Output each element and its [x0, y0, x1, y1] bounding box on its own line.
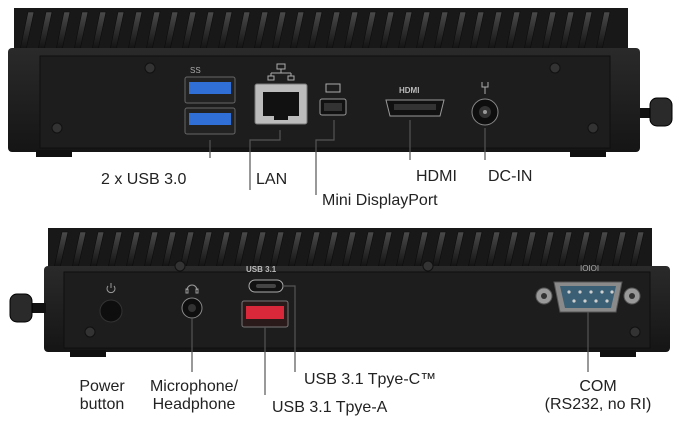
dc-in-label: DC-IN	[488, 168, 533, 185]
network-icon	[267, 63, 295, 81]
antenna-icon	[9, 293, 33, 323]
audio-jack	[181, 297, 203, 319]
usb-c-label: USB 3.1 Tpye-C™	[304, 371, 437, 388]
com-label-line1: COM	[579, 378, 617, 395]
mic-label-line1: Microphone/	[149, 378, 239, 395]
dc-in-jack	[471, 98, 499, 126]
screw-icon	[144, 62, 156, 74]
screw-icon	[51, 122, 63, 134]
screw-icon	[84, 326, 96, 338]
rear-panel-unit: SS HDMI	[8, 8, 673, 157]
power-button-label: Power button	[70, 378, 134, 414]
screw-icon	[549, 62, 561, 74]
usb3-label: 2 x USB 3.0	[101, 171, 187, 188]
displayport-icon	[325, 83, 341, 93]
usb31-marking: USB 3.1	[246, 265, 277, 274]
hdmi-label: HDMI	[416, 168, 457, 185]
power-label-line2: button	[79, 396, 125, 413]
usb-a-label: USB 3.1 Tpye-A	[272, 399, 388, 416]
usb-marking: SS	[190, 66, 201, 75]
screw-icon	[587, 122, 599, 134]
usb31-type-a-port	[241, 300, 289, 328]
screw-icon	[174, 260, 186, 272]
power-plug-icon	[481, 82, 489, 94]
com-label-line2: (RS232, no RI)	[544, 396, 652, 413]
screw-icon	[629, 326, 641, 338]
power-label-line1: Power	[79, 378, 125, 395]
com-marking: IOIOI	[580, 264, 599, 273]
com-label: COM (RS232, no RI)	[538, 378, 658, 414]
usb-c-port	[248, 279, 284, 293]
hdmi-port	[385, 99, 445, 117]
screw-icon	[422, 260, 434, 272]
lan-port	[254, 83, 308, 125]
power-icon	[106, 283, 116, 294]
mini-displayport	[319, 98, 347, 116]
mini-displayport-label: Mini DisplayPort	[322, 192, 438, 209]
com-port	[535, 281, 641, 313]
usb3-ports	[184, 76, 236, 135]
callout-lines-front	[191, 285, 589, 395]
lan-label: LAN	[256, 171, 288, 188]
power-button	[99, 299, 123, 323]
callout-lines-rear	[209, 120, 486, 195]
antenna-icon	[649, 97, 673, 127]
mic-label-line2: Headphone	[152, 396, 236, 413]
headphone-icon	[185, 284, 199, 294]
front-panel-unit: USB 3.1 IOIOI	[9, 228, 670, 357]
mic-headphone-label: Microphone/ Headphone	[142, 378, 246, 414]
hdmi-marking: HDMI	[399, 86, 419, 95]
